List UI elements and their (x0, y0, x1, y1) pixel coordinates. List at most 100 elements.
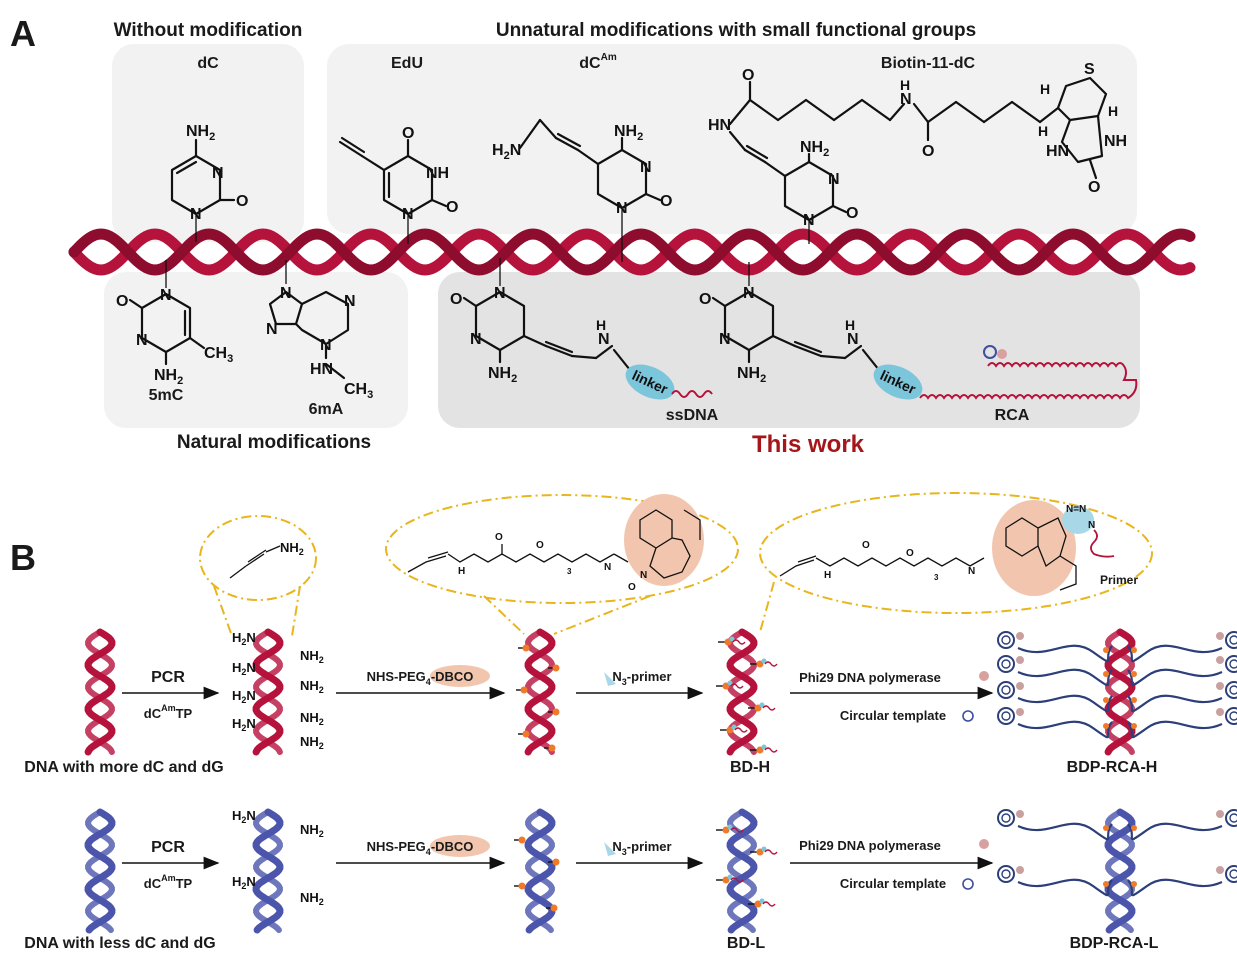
rca-strand (1127, 878, 1223, 897)
svg-text:H: H (824, 570, 831, 581)
label-pcr-l: PCR (151, 839, 185, 856)
helix-decorations (514, 636, 778, 912)
rca-strand (1127, 694, 1223, 713)
panel-b-letter: B (10, 537, 36, 578)
polymerase-blob (1016, 632, 1024, 640)
polymerase-blob (1016, 866, 1024, 874)
svg-text:O: O (660, 193, 672, 210)
label-dc: dC (197, 55, 219, 72)
primer-dot (754, 704, 762, 712)
molecule-5mc: O N N CH3 NH2 (116, 287, 233, 387)
primer-dot (722, 682, 730, 690)
primer-dot (726, 726, 734, 734)
header-without-modification: Without modification (114, 20, 303, 41)
polymerase-icon-h (979, 671, 989, 681)
circular-template-icon-h (962, 710, 974, 722)
dbco-highlight-h (430, 665, 490, 687)
svg-text:H2N: H2N (232, 630, 256, 647)
svg-text:NH2: NH2 (186, 123, 215, 143)
box-without-modification (112, 44, 304, 242)
label-bd-l: BD-L (727, 935, 765, 952)
n3-icon-l (604, 842, 616, 856)
dbco-dot (552, 858, 560, 866)
svg-text:O: O (742, 67, 754, 84)
rca-strand (1127, 644, 1223, 663)
svg-text:O: O (862, 540, 870, 551)
rca-strand (1017, 822, 1113, 841)
svg-text:N: N (803, 212, 815, 229)
helix-dbco-l (525, 809, 555, 933)
molecule-dcam: NH2 N N O H2N (492, 118, 672, 217)
rca-strand (1017, 644, 1113, 663)
primer-dot (756, 848, 764, 856)
svg-text:H2N: H2N (232, 660, 256, 677)
helix-dna-less (85, 809, 115, 933)
svg-text:O: O (495, 532, 503, 543)
polymerase-blob (1216, 656, 1224, 664)
rca-strand (1127, 668, 1223, 687)
svg-text:N: N (968, 566, 975, 577)
box-unnatural-modifications (327, 44, 1137, 234)
bubble-triazole-primer: H O O 3 N N=N N Primer (779, 500, 1138, 596)
svg-text:CH3: CH3 (344, 381, 373, 401)
primer-dot (722, 876, 730, 884)
svg-text:HN: HN (1046, 143, 1069, 160)
helix-bdp-l (1104, 808, 1136, 934)
polymerase-blob (1016, 810, 1024, 818)
rca-circle (1225, 655, 1237, 673)
bubble-nhs-peg-dbco: H O O 3 N N O (407, 494, 704, 593)
label-dna-less-dc-dg: DNA with less dC and dG (24, 935, 215, 952)
label-dctp-h: dCAmTP (144, 703, 193, 721)
label-bd-h: BD-H (730, 759, 770, 776)
svg-text:N: N (136, 332, 148, 349)
label-edu: EdU (391, 55, 423, 72)
svg-text:N: N (160, 287, 172, 304)
label-ssdna: ssDNA (666, 407, 719, 424)
panel-a-letter: A (10, 13, 36, 54)
rca-strand (1017, 878, 1113, 897)
label-nhs-peg-dbco-l: NHS-PEG4-DBCO (367, 839, 474, 857)
svg-text:N: N (402, 206, 414, 223)
svg-text:HN: HN (310, 361, 333, 378)
primer-dot (724, 638, 732, 646)
label-dcam: dCAm (579, 52, 617, 72)
svg-text:N: N (212, 165, 224, 182)
label-bdp-rca-h: BDP-RCA-H (1067, 759, 1158, 776)
dbco-dot (550, 904, 558, 912)
dbco-dot (518, 882, 526, 890)
primer-dot (756, 746, 764, 754)
label-n3-primer-l: N3-primer (612, 839, 671, 857)
rca-strand (1127, 822, 1223, 841)
label-pcr-h: PCR (151, 669, 185, 686)
svg-text:S: S (1084, 61, 1095, 78)
amine-labels-l: H2N NH2 H2N NH2 (232, 808, 324, 907)
dbco-dot (520, 686, 528, 694)
label-phi29-l: Phi29 DNA polymerase (799, 838, 941, 853)
label-dctp-l: dCAmTP (144, 873, 193, 891)
svg-text:N: N (719, 331, 731, 348)
svg-text:N: N (470, 331, 482, 348)
dbco-dot (522, 644, 530, 652)
rca-circle (1225, 809, 1237, 827)
svg-text:N: N (266, 321, 278, 338)
double-helix-a (68, 228, 1196, 276)
svg-text:N: N (743, 285, 755, 302)
svg-text:N: N (494, 285, 506, 302)
label-biotin-11-dc: Biotin-11-dC (881, 55, 976, 72)
helix-bdp-l (1105, 809, 1135, 933)
polymerase-blob (1016, 682, 1024, 690)
svg-text:H: H (900, 77, 910, 93)
rca-circle (997, 631, 1015, 649)
svg-text:H2N: H2N (232, 874, 256, 891)
svg-text:H: H (1038, 123, 1048, 139)
label-phi29-h: Phi29 DNA polymerase (799, 670, 941, 685)
rca-products (997, 631, 1237, 897)
polymerase-blob (1016, 708, 1024, 716)
helix-strand-a (68, 228, 1196, 276)
dbco-dot (522, 730, 530, 738)
helix-dna-more (85, 629, 115, 755)
svg-text:NH: NH (426, 165, 449, 182)
molecule-edu: O NH N O (338, 125, 458, 223)
svg-text:N: N (900, 91, 912, 108)
rca-circle (997, 809, 1015, 827)
